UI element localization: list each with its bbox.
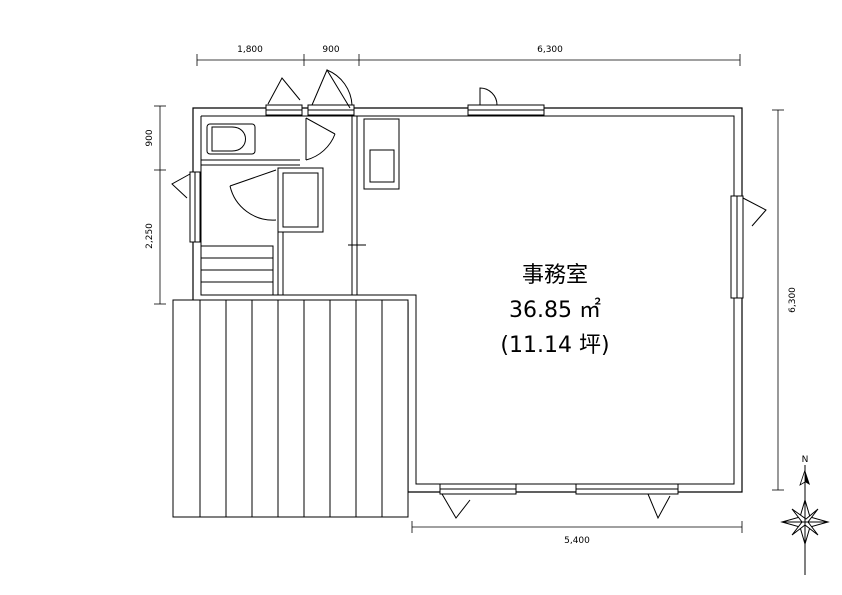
dim-bottom: 5,400 bbox=[564, 536, 590, 546]
interior-partitions bbox=[201, 159, 366, 295]
window-left bbox=[171, 171, 201, 243]
window-bottom-right bbox=[575, 483, 679, 520]
dim-top-1: 1,800 bbox=[237, 45, 263, 55]
room-label: 事務室 36.85 ㎡ (11.14 坪) bbox=[500, 263, 609, 358]
stairs-icon bbox=[200, 245, 274, 296]
dim-left-1: 900 bbox=[145, 129, 155, 146]
window-right bbox=[730, 195, 767, 299]
dim-top-3: 6,300 bbox=[537, 45, 563, 55]
door-hall bbox=[229, 169, 277, 221]
sink-icon bbox=[363, 118, 400, 190]
dim-top-2: 900 bbox=[322, 45, 339, 55]
room-tsubo: (11.14 坪) bbox=[500, 333, 609, 358]
dimension-top: 1,800 900 6,300 bbox=[196, 45, 741, 66]
room-area: 36.85 ㎡ bbox=[509, 297, 601, 323]
compass-north-label: N bbox=[802, 455, 809, 465]
dim-left-2: 2,250 bbox=[145, 223, 155, 249]
window-top-main bbox=[467, 87, 545, 116]
toilet-icon bbox=[206, 123, 256, 155]
compass-icon: N bbox=[780, 455, 830, 575]
door-entrance-top bbox=[307, 68, 355, 116]
dimension-bottom: 5,400 bbox=[411, 521, 743, 546]
room-name: 事務室 bbox=[522, 263, 588, 288]
wood-deck bbox=[172, 299, 409, 518]
dim-right: 6,300 bbox=[788, 287, 798, 313]
dimension-left: 900 2,250 bbox=[145, 105, 166, 305]
dimension-right: 6,300 bbox=[772, 109, 798, 491]
window-top-toilet bbox=[265, 77, 303, 116]
door-bottom-left bbox=[439, 483, 517, 519]
exterior-walls bbox=[192, 107, 743, 493]
door-toilet bbox=[305, 117, 336, 161]
